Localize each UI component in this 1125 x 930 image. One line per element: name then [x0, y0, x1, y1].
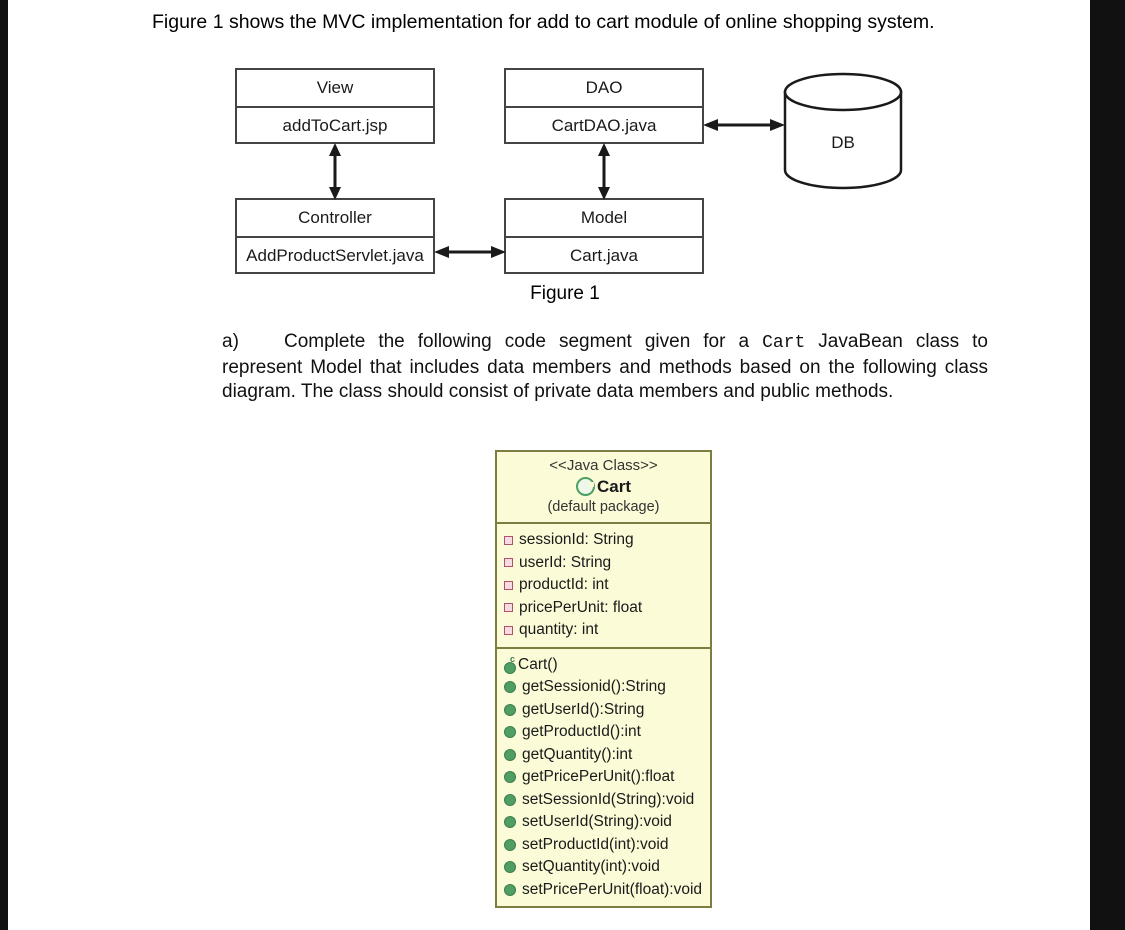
uml-class-name-row: Cart	[497, 476, 710, 497]
uml-method-label: setProductId(int):void	[522, 835, 669, 853]
uml-method-row: setQuantity(int):void	[497, 856, 710, 879]
uml-method-row: getSessionid():String	[497, 676, 710, 699]
public-marker-icon	[504, 861, 516, 874]
diagram-box-view: View addToCart.jsp	[235, 68, 435, 144]
arrow-view-controller	[325, 143, 345, 200]
intro-sentence: Figure 1 shows the MVC implementation fo…	[152, 11, 935, 33]
uml-attribute-label: sessionId: String	[519, 531, 634, 548]
arrow-dao-model	[594, 143, 614, 200]
scan-edge-left	[0, 0, 8, 930]
private-marker-icon	[504, 535, 513, 545]
uml-method-label: getUserId():String	[522, 700, 645, 718]
uml-class-name: Cart	[596, 477, 631, 496]
arrow-dao-database	[703, 115, 785, 135]
public-marker-icon	[504, 771, 516, 784]
uml-method-label: setSessionId(String):void	[522, 790, 695, 808]
uml-attributes-section: sessionId: String userId: String product…	[497, 524, 710, 649]
uml-attribute-row: userId: String	[497, 552, 710, 575]
private-marker-icon	[504, 558, 513, 568]
question-text-part2: JavaBean class to represent Model that i…	[222, 331, 988, 402]
uml-method-label: setUserId(String):void	[522, 813, 672, 830]
question-text-part1: Complete the following code segment give…	[284, 331, 763, 352]
public-marker-icon	[504, 816, 516, 829]
uml-attribute-row: sessionId: String	[497, 529, 710, 552]
public-marker-icon	[504, 681, 516, 694]
diagram-box-model: Model Cart.java	[504, 198, 704, 274]
uml-method-row: setPricePerUnit(float):void	[497, 879, 710, 902]
figure-caption: Figure 1	[530, 283, 600, 304]
public-marker-icon	[504, 703, 516, 716]
uml-attribute-row: pricePerUnit: float	[497, 597, 710, 620]
constructor-marker-icon: c	[504, 654, 516, 674]
database-cylinder-icon	[783, 72, 903, 190]
uml-method-label: setQuantity(int):void	[522, 858, 660, 875]
uml-attribute-label: userId: String	[519, 553, 612, 571]
uml-method-row: getProductId():int	[497, 721, 710, 744]
uml-attribute-row: productId: int	[497, 574, 710, 597]
arrow-controller-model	[434, 242, 506, 262]
private-marker-icon	[504, 580, 513, 590]
diagram-box-controller-file: AddProductServlet.java	[246, 246, 424, 265]
uml-method-row: setProductId(int):void	[497, 834, 710, 857]
diagram-box-view-title: View	[237, 70, 433, 108]
diagram-box-model-title: Model	[506, 200, 702, 238]
uml-method-label: getPricePerUnit():float	[522, 768, 675, 785]
uml-package-name: (default package)	[547, 499, 660, 515]
database-label: DB	[831, 133, 855, 152]
uml-method-row: getUserId():String	[497, 699, 710, 722]
uml-method-row: c Cart()	[497, 654, 710, 677]
uml-class-box: <<Java Class>> Cart (default package) se…	[495, 450, 712, 908]
uml-method-label: Cart()	[518, 655, 558, 673]
question-paragraph: a) Complete the following code segment gi…	[222, 330, 988, 405]
uml-method-row: setUserId(String):void	[497, 811, 710, 834]
diagram-box-model-file: Cart.java	[569, 246, 639, 265]
public-marker-icon	[504, 838, 516, 851]
diagram-box-dao-title: DAO	[506, 70, 702, 108]
uml-method-row: setSessionId(String):void	[497, 789, 710, 812]
uml-attribute-label: pricePerUnit: float	[519, 598, 643, 616]
uml-method-label: setPricePerUnit(float):void	[522, 880, 703, 898]
uml-method-label: getQuantity():int	[522, 745, 633, 763]
diagram-box-controller-title: Controller	[237, 200, 433, 238]
uml-header: <<Java Class>> Cart (default package)	[497, 452, 710, 524]
public-marker-icon	[504, 883, 516, 896]
public-marker-icon	[504, 726, 516, 739]
private-marker-icon	[504, 603, 513, 613]
uml-attribute-row: quantity: int	[497, 619, 710, 642]
public-marker-icon	[504, 793, 516, 806]
public-marker-icon	[504, 748, 516, 761]
uml-method-row: getPricePerUnit():float	[497, 766, 710, 789]
question-label: a)	[222, 331, 239, 352]
question-code-term: Cart	[762, 333, 806, 353]
uml-method-label: getProductId():int	[522, 723, 641, 740]
uml-method-label: getSessionid():String	[522, 678, 666, 695]
uml-attribute-label: quantity: int	[519, 621, 599, 638]
uml-attribute-label: productId: int	[519, 576, 609, 593]
uml-stereotype: <<Java Class>>	[549, 457, 658, 474]
diagram-box-controller: Controller AddProductServlet.java	[235, 198, 435, 274]
diagram-box-view-file: addToCart.jsp	[282, 116, 388, 135]
java-class-icon	[575, 477, 595, 496]
mvc-diagram: View addToCart.jsp DAO CartDAO.java Cont…	[0, 55, 1125, 315]
uml-method-row: getQuantity():int	[497, 744, 710, 767]
uml-methods-section: c Cart() getSessionid():String getUserId…	[497, 649, 710, 907]
scan-edge-right	[1090, 0, 1125, 930]
diagram-box-dao: DAO CartDAO.java	[504, 68, 704, 144]
diagram-box-dao-file: CartDAO.java	[551, 116, 657, 135]
private-marker-icon	[504, 625, 513, 635]
